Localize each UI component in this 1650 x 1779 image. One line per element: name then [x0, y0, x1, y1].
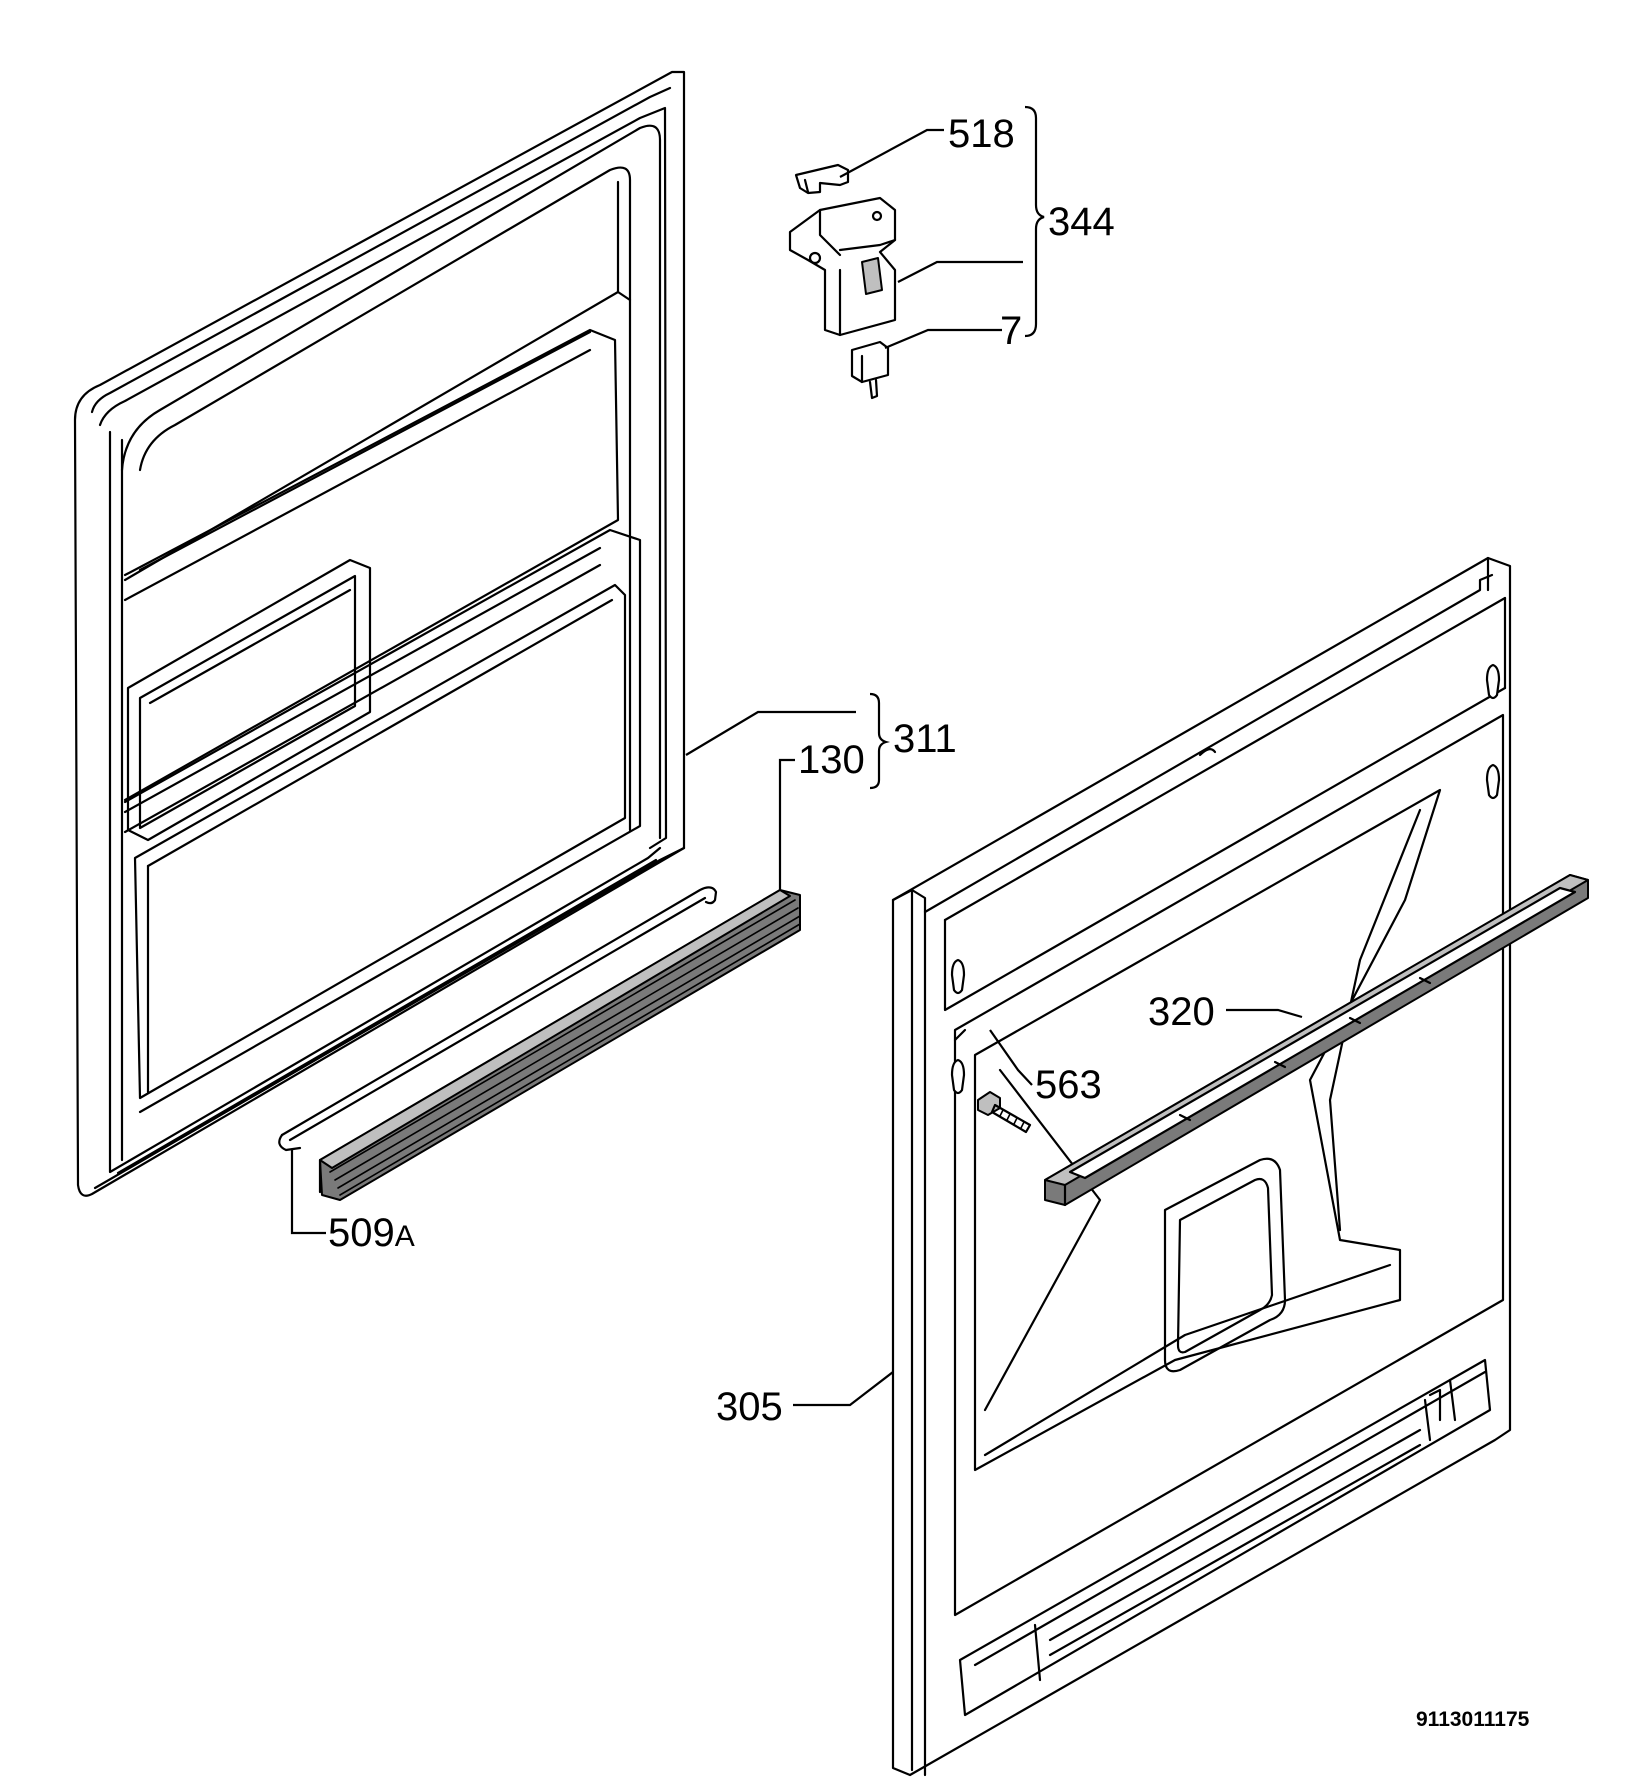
label-563: 563: [1035, 1063, 1102, 1107]
label-509-number: 509: [328, 1211, 395, 1255]
inner-door-panel: [73, 70, 686, 1197]
label-509-letter: A: [395, 1220, 415, 1253]
label-311: 311: [893, 717, 957, 761]
part-labels: 518 344 7 311 130 320 563 509A 305 91130…: [328, 112, 1530, 1731]
leader-lines: [290, 105, 1303, 1407]
document-number: 9113011175: [1416, 1708, 1530, 1731]
rail-320: [1044, 874, 1589, 1207]
outer-door-panel: [891, 556, 1512, 1777]
microswitch-7: [850, 340, 890, 400]
label-7: 7: [1000, 309, 1022, 353]
latch-lever-518: [794, 163, 850, 195]
label-518: 518: [948, 112, 1015, 156]
wire-509a: [278, 886, 718, 1152]
label-344: 344: [1048, 200, 1115, 244]
label-305: 305: [716, 1385, 783, 1429]
label-509: 509A: [328, 1211, 415, 1255]
label-130: 130: [798, 738, 865, 782]
screw-563: [977, 1091, 1032, 1134]
latch-body: [788, 196, 897, 337]
label-320: 320: [1148, 990, 1215, 1034]
